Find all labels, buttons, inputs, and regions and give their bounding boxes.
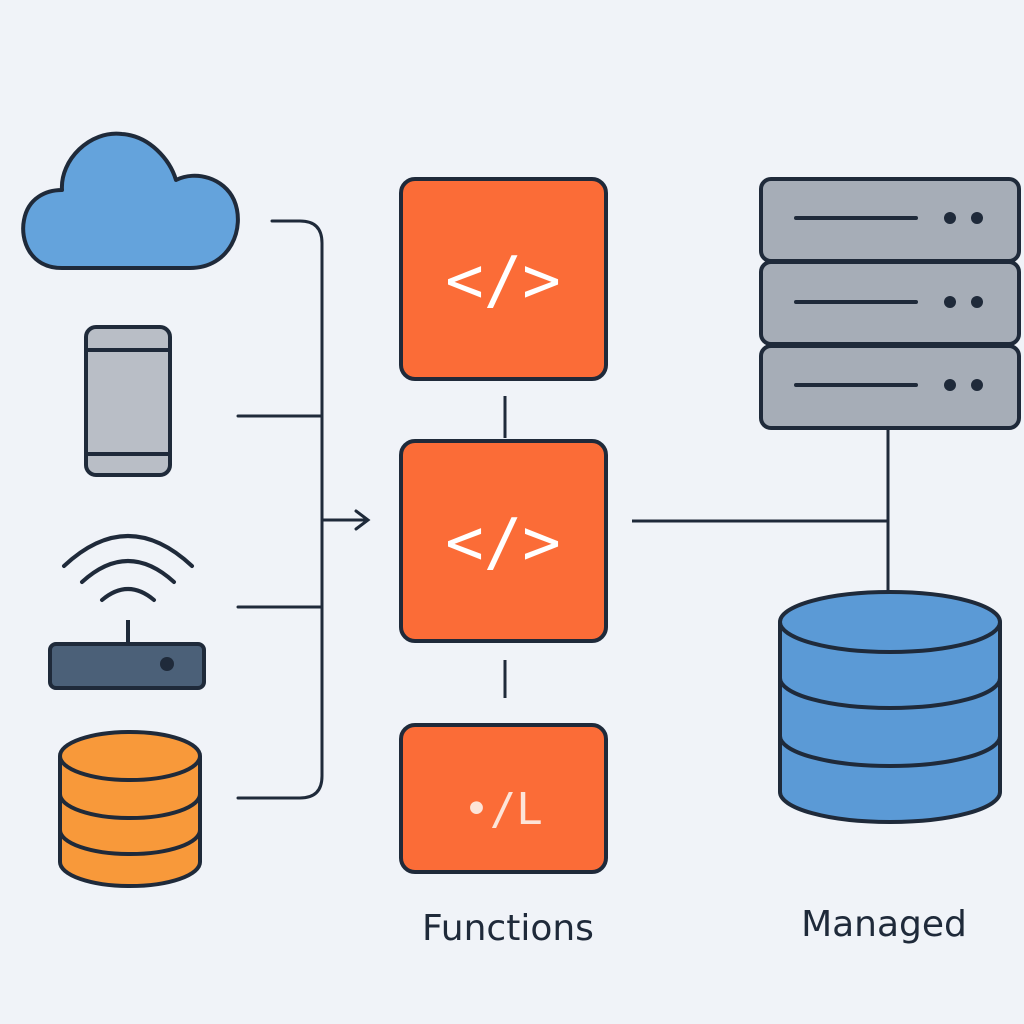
managed-database-icon xyxy=(778,590,1002,824)
function-block-glyph: •/L xyxy=(463,784,542,835)
source-connector-lines xyxy=(236,219,371,800)
cloud-icon xyxy=(21,131,240,270)
mobile-phone-icon xyxy=(84,325,172,477)
server-rack-icon xyxy=(759,177,1021,430)
function-block-2: </> xyxy=(399,439,608,643)
function-block-3: •/L xyxy=(399,723,608,874)
function-block-glyph: </> xyxy=(445,244,561,318)
wifi-router-icon xyxy=(48,534,206,690)
functions-label: Functions xyxy=(422,908,594,949)
managed-label: Managed xyxy=(801,904,967,945)
database-icon xyxy=(58,730,202,888)
managed-connector-lines xyxy=(632,428,890,594)
function-block-glyph: </> xyxy=(445,506,561,580)
function-block-1: </> xyxy=(399,177,608,381)
